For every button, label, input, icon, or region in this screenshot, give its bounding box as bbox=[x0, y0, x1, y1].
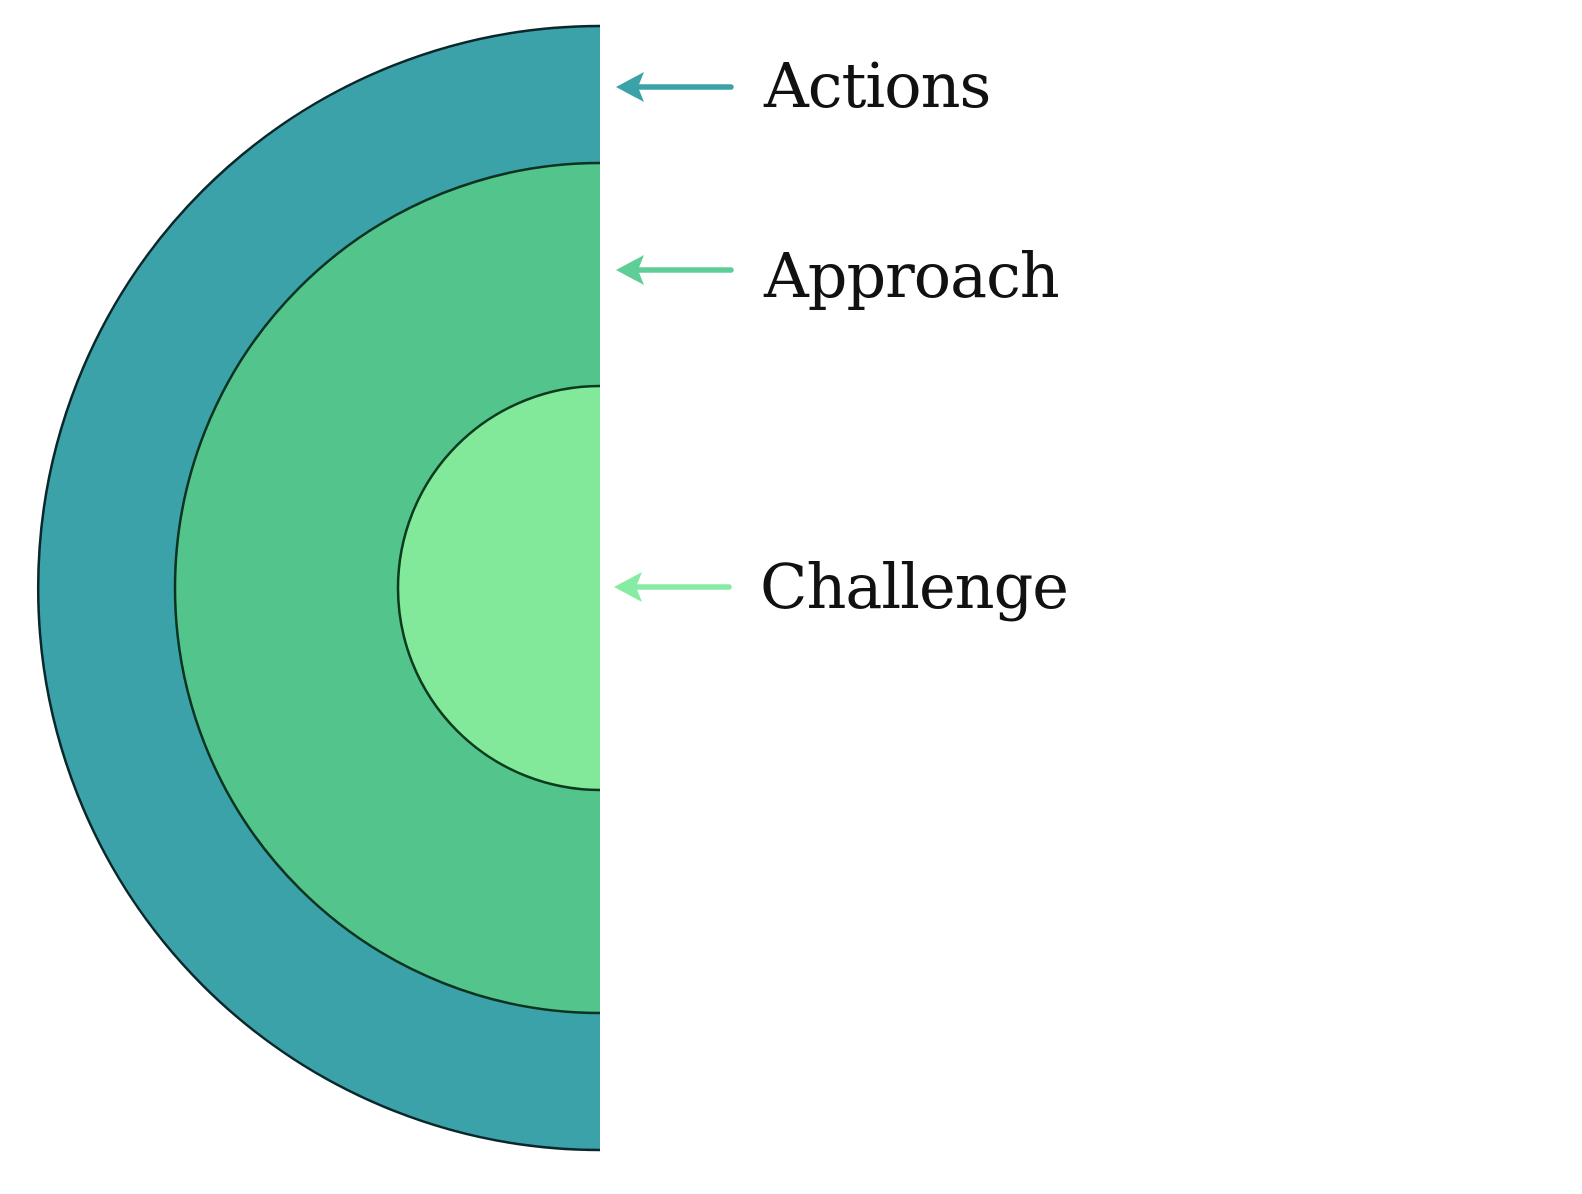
ring-label-approach: Approach bbox=[764, 239, 1060, 312]
actions-arrow-left-icon bbox=[616, 72, 734, 102]
ring-challenge bbox=[396, 384, 601, 792]
approach-arrow-left-icon bbox=[616, 255, 734, 285]
arrow-head bbox=[616, 255, 644, 285]
ring-label-actions: Actions bbox=[764, 49, 991, 122]
ring-label-challenge: Challenge bbox=[760, 550, 1069, 623]
arrow-head bbox=[616, 72, 644, 102]
ring-approach bbox=[173, 161, 601, 1015]
challenge-arrow-left-icon bbox=[614, 572, 732, 602]
arrow-head bbox=[614, 572, 642, 602]
